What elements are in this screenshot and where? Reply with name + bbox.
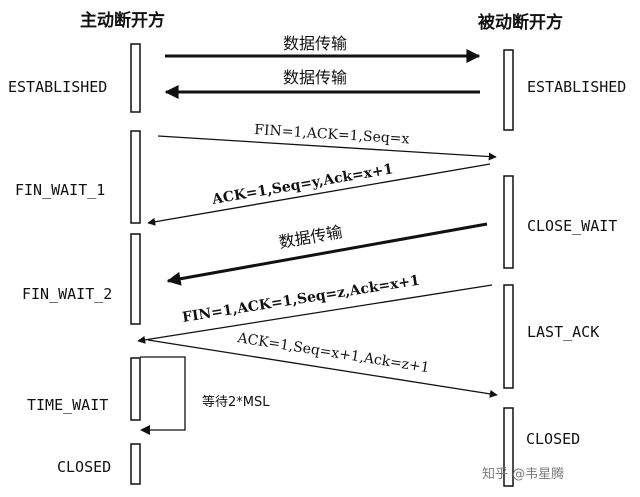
time-wait-loop-arrowhead [140,425,150,435]
data-transfer-label-right: 数据传输 [283,34,347,53]
passive-closed-bar [503,407,514,487]
passive-closer-header: 被动断开方 [478,12,563,33]
watermark: 知乎 @韦星腾 [482,466,564,482]
data-transfer-arrow-close-wait [166,222,488,286]
active-state-closed: CLOSED [57,458,111,476]
passive-state-closed: CLOSED [526,430,580,448]
fin1-arrow [157,135,497,161]
passive-state-last-ack: LAST_ACK [527,323,599,341]
data-transfer-label-close-wait: 数据传输 [277,222,343,252]
active-closer-header: 主动断开方 [80,10,165,31]
wait-2msl-label: 等待2*MSL [202,394,270,410]
passive-last-ack-bar [503,284,514,389]
active-time-wait-bar [130,357,141,421]
active-fin-wait-2-bar [130,233,141,325]
data-transfer-label-left: 数据传输 [283,68,347,87]
active-state-time-wait: TIME_WAIT [27,396,108,414]
active-closed-bar [130,443,141,485]
active-fin-wait-1-bar [130,130,141,224]
passive-close-wait-bar [503,175,514,269]
fin2-arrow [137,284,493,344]
fin2-label: FIN=1,ACK=1,Seq=z,Ack=x+1 [181,273,421,326]
passive-state-established: ESTABLISHED [527,78,626,96]
passive-state-close-wait: CLOSE_WAIT [527,217,617,235]
active-state-fin-wait-1: FIN_WAIT_1 [15,181,105,199]
active-state-established: ESTABLISHED [8,78,107,96]
ack2-arrow [147,339,498,398]
active-established-bar [130,43,141,113]
time-wait-loop-line [140,356,186,431]
ack1-arrow [147,163,491,226]
passive-established-bar [503,49,514,131]
active-state-fin-wait-2: FIN_WAIT_2 [22,285,112,303]
